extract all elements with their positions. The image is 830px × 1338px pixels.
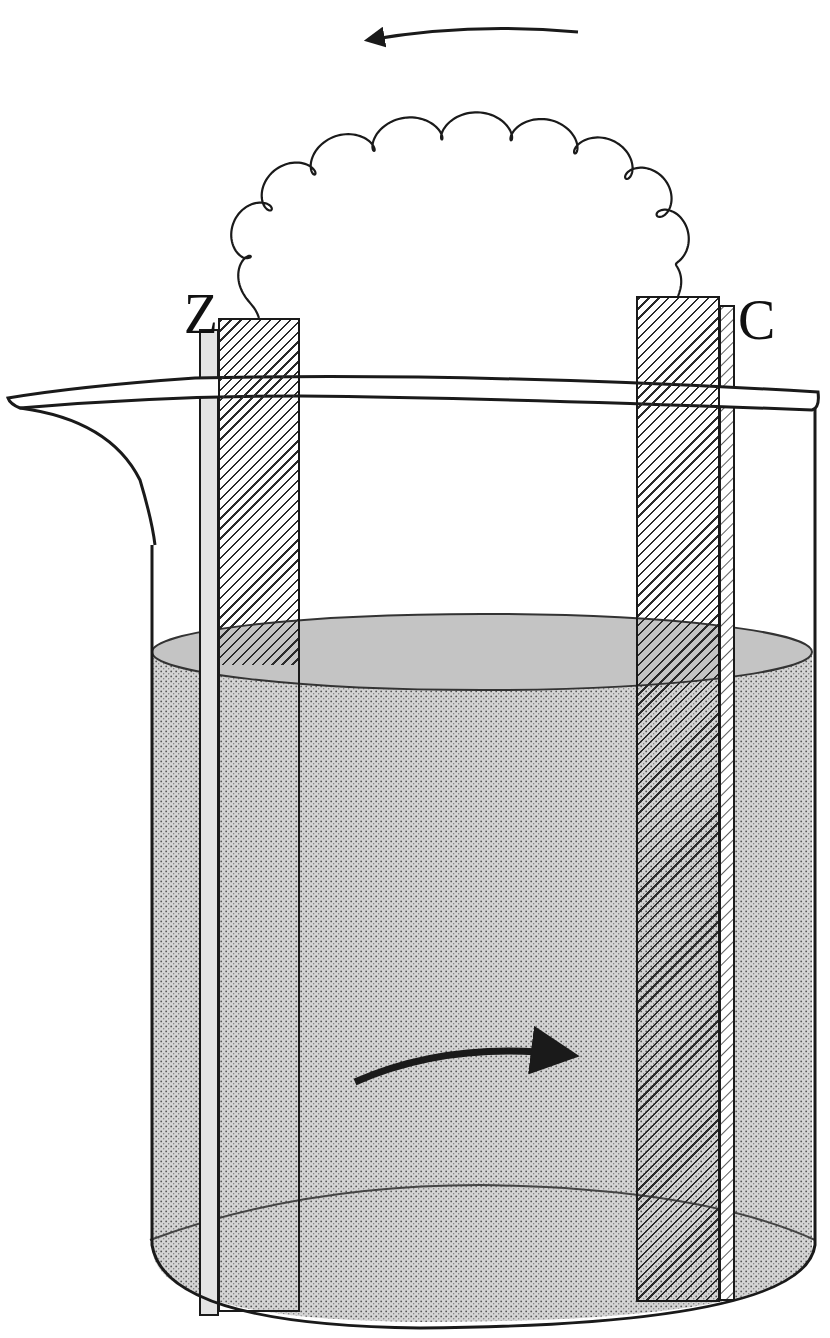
zinc-plate: Z [218,318,300,1312]
beaker-spout [20,408,155,545]
ion-flow-arrow [355,1051,570,1082]
coiled-wire [231,112,689,318]
electrode-label: C [738,292,775,348]
electrode-label: Z [184,286,218,342]
current-arrow [368,28,578,40]
carbon-plate-side [720,306,734,1300]
zinc-plate-side [200,330,218,1315]
carbon-plate: C [636,296,720,1302]
